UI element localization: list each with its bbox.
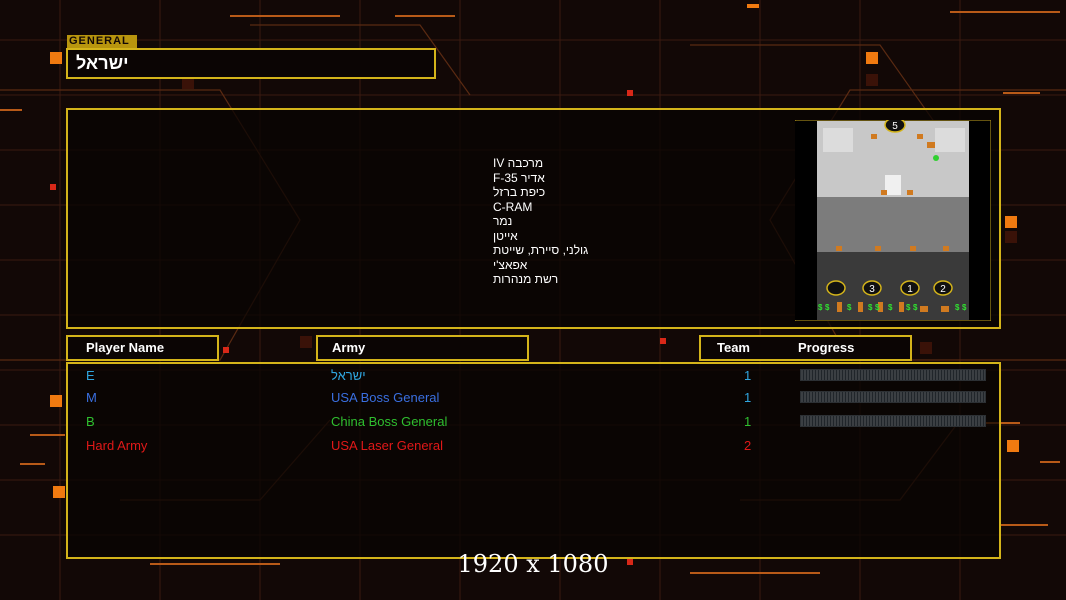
money-icon: $ xyxy=(962,303,967,312)
progress-header: Progress xyxy=(798,340,855,355)
money-icon: $ xyxy=(913,303,918,312)
unit-item: רשת מנהרות xyxy=(493,272,559,286)
player-name: M xyxy=(86,390,97,405)
player-army: China Boss General xyxy=(331,414,448,429)
start-position-marker: 3 xyxy=(869,284,875,295)
general-info-panel: מרכבה IV אדיר F-35 כיפת ברזל C-RAM נמר א… xyxy=(66,108,1001,329)
resolution-label: 1920 x 1080 xyxy=(457,550,609,578)
progress-bar xyxy=(800,369,986,381)
progress-bar xyxy=(800,391,986,403)
team-progress-header: Team Progress xyxy=(699,335,912,361)
army-header: Army xyxy=(316,335,529,361)
player-name: Hard Army xyxy=(86,438,148,453)
team-header: Team xyxy=(717,340,750,355)
unit-item: אפאצ'י xyxy=(493,257,528,272)
unit-item: C-RAM xyxy=(493,199,533,214)
money-icon: $ xyxy=(825,303,830,312)
unit-item: גולני, סיירת, שייטת xyxy=(493,243,589,257)
start-position-marker: 5 xyxy=(892,121,898,132)
money-icon: $ xyxy=(955,303,960,312)
money-icon: $ xyxy=(847,303,852,312)
player-team: 1 xyxy=(744,390,752,405)
money-icon: $ xyxy=(906,303,911,312)
start-position-marker: 2 xyxy=(940,284,946,295)
unit-list: מרכבה IV אדיר F-35 כיפת ברזל C-RAM נמר א… xyxy=(493,156,588,287)
player-army: USA Laser General xyxy=(331,438,444,453)
map-preview: 5 3 1 2 $ $ $ $ $ $ $ $ $ $ xyxy=(795,120,991,321)
player-row: E ישראל 1 xyxy=(68,365,999,387)
player-row: B China Boss General 1 xyxy=(68,411,999,433)
money-icon: $ xyxy=(818,303,823,312)
player-team: 2 xyxy=(744,438,752,453)
unit-item: כיפת ברזל xyxy=(493,185,546,199)
player-name-header: Player Name xyxy=(66,335,219,361)
unit-item: מרכבה IV xyxy=(493,156,544,170)
general-label: GENERAL xyxy=(67,35,137,48)
player-row: M USA Boss General 1 xyxy=(68,387,999,409)
player-army: ישראל xyxy=(331,368,366,383)
money-icon: $ xyxy=(875,303,880,312)
unit-item: אדיר F-35 xyxy=(493,170,545,185)
general-name: ישראל xyxy=(66,48,436,79)
player-name: B xyxy=(86,414,95,429)
money-icon: $ xyxy=(868,303,873,312)
unit-item: אייטן xyxy=(493,228,518,243)
start-position-marker: 1 xyxy=(907,284,913,295)
players-panel: E ישראל 1 M USA Boss General 1 B China B… xyxy=(66,362,1001,559)
player-name: E xyxy=(86,368,95,383)
player-army: USA Boss General xyxy=(331,390,440,405)
player-row: Hard Army USA Laser General 2 xyxy=(68,435,999,457)
unit-item: נמר xyxy=(493,214,513,228)
player-team: 1 xyxy=(744,368,752,383)
player-team: 1 xyxy=(744,414,752,429)
progress-bar xyxy=(800,415,986,427)
money-icon: $ xyxy=(888,303,893,312)
